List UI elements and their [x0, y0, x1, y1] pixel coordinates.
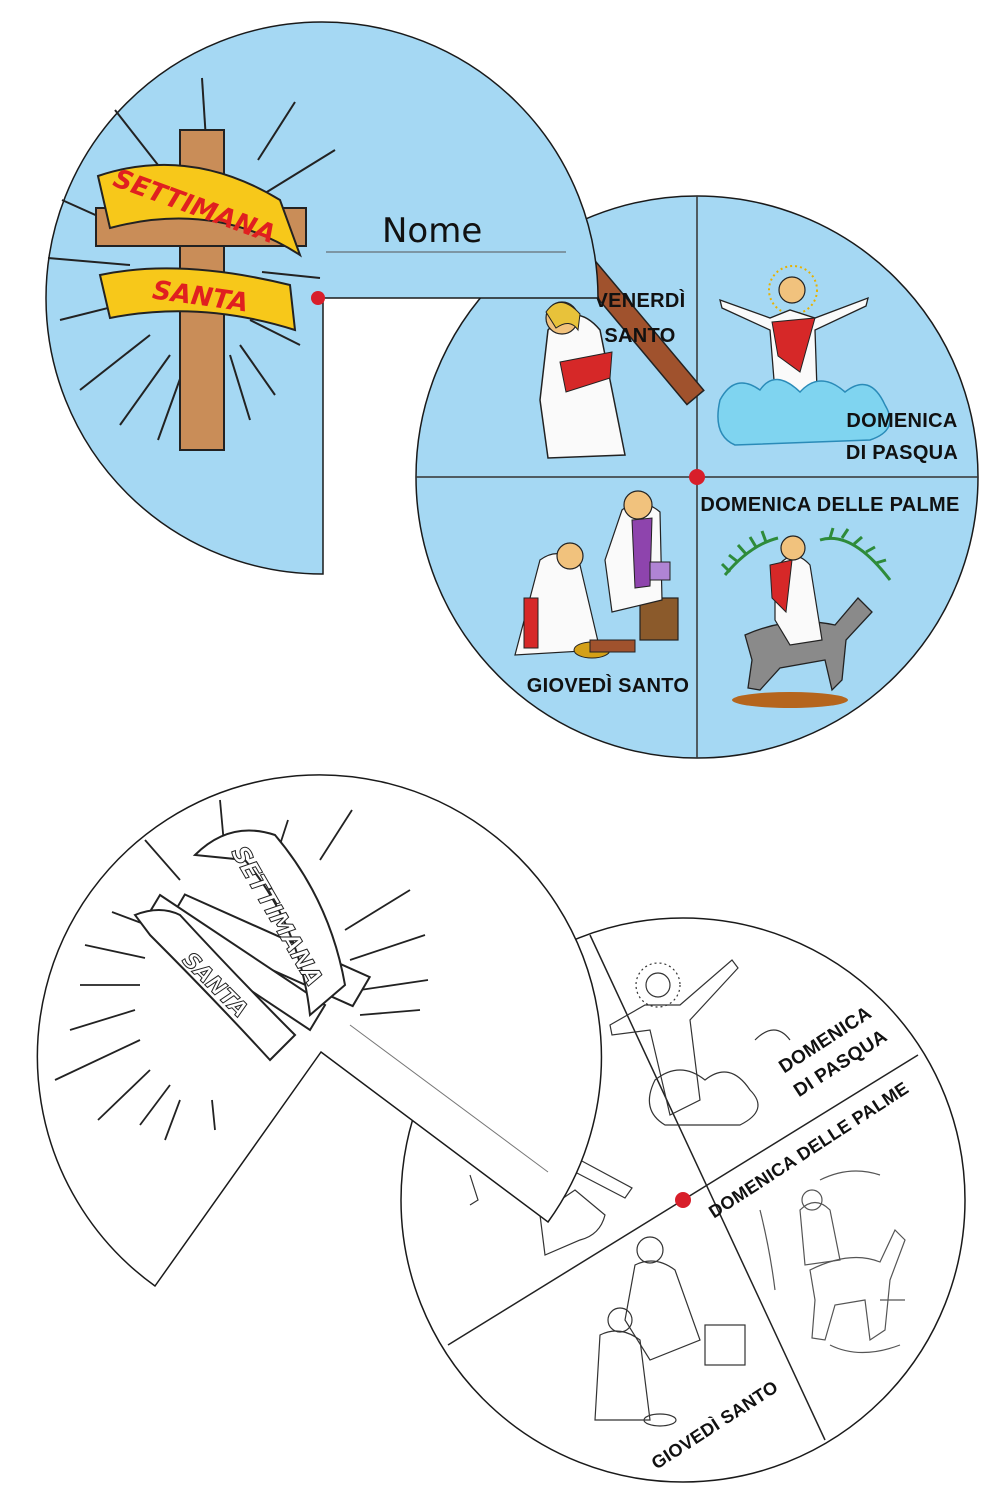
jesus-on-donkey-icon: [720, 527, 892, 708]
risen-jesus-icon: [717, 265, 891, 446]
label-domenica-pasqua-1: DOMENICA: [846, 410, 957, 432]
washing-of-feet-icon: [514, 490, 679, 659]
jesus-carrying-cross-icon: [539, 259, 705, 459]
pin-wheel-center: [689, 469, 705, 485]
outline-sunburst-rays: [54, 799, 429, 1141]
pin-bottom: [675, 1192, 691, 1208]
label-venerdi-santo-2: SANTO: [604, 325, 675, 347]
label-giovedi-santo: GIOVEDÌ SANTO: [527, 674, 689, 697]
outline-cover-shape: [36, 774, 603, 1288]
banner-bottom: SANTA: [98, 267, 297, 332]
pin-top: [311, 291, 325, 305]
risen-jesus-outline-icon: [609, 959, 791, 1126]
outline-divider-b: [589, 934, 826, 1441]
label-domenica-palme: DOMENICA DELLE PALME: [700, 494, 959, 516]
label-venerdi-santo-1: VENERDÌ: [594, 289, 685, 312]
name-label: Nome: [382, 211, 482, 251]
jesus-on-donkey-outline-icon: [759, 1170, 906, 1354]
outline-cover[interactable]: SETTIMANA SANTA: [36, 774, 603, 1288]
label-domenica-pasqua-2: DI PASQUA: [846, 442, 958, 464]
washing-of-feet-outline-icon: [594, 1236, 746, 1427]
outline-name-write-line[interactable]: [349, 1024, 549, 1173]
